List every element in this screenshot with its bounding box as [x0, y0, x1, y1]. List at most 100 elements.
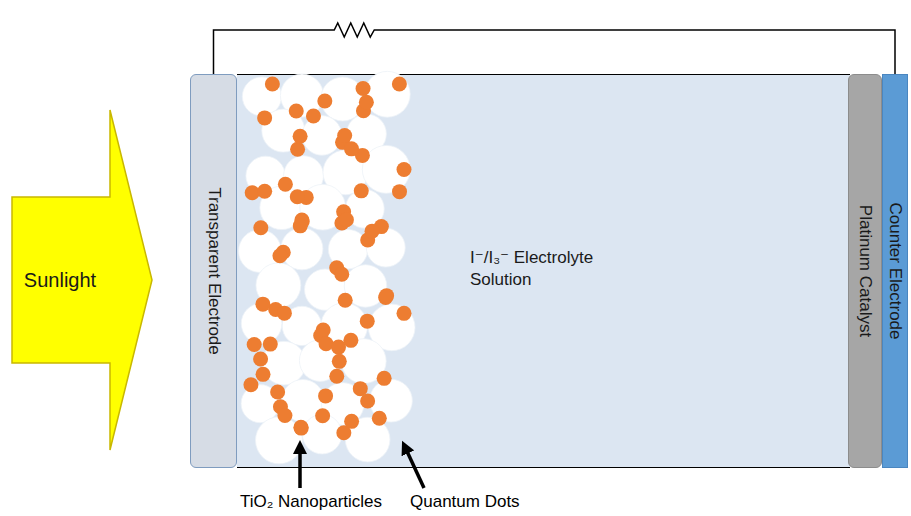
quantum-dot	[315, 408, 330, 423]
arrow-label: Sunlight	[10, 268, 110, 292]
tio2-nanoparticle	[246, 156, 285, 195]
quantum-dot	[263, 337, 278, 352]
tio2-nanoparticle	[302, 116, 342, 156]
quantum-dot	[377, 371, 392, 386]
tio2-nanoparticle	[347, 114, 387, 154]
quantum-dot	[293, 218, 308, 233]
quantum-dot	[318, 388, 333, 403]
tio2-nanoparticle	[282, 306, 321, 345]
tio2-nanoparticle	[368, 304, 415, 351]
tio2-nanoparticle	[370, 379, 413, 422]
quantum-dot	[273, 399, 288, 414]
quantum-dot	[265, 77, 280, 92]
quantum-dot	[257, 184, 272, 199]
tio2-nanoparticle	[345, 417, 390, 462]
quantum-dot	[319, 336, 334, 351]
quantum-dot	[359, 95, 374, 110]
quantum-dot	[356, 81, 371, 96]
quantum-dot	[334, 267, 349, 282]
quantum-dot	[379, 288, 394, 303]
quantum-dot	[329, 369, 344, 384]
tio2-nanoparticle	[241, 303, 282, 344]
quantum-dot	[247, 337, 262, 352]
quantum-dot	[329, 260, 344, 275]
electrode-label: Counter Electrode	[885, 202, 905, 339]
tio2-nanoparticle	[256, 417, 303, 464]
quantum-dot	[343, 333, 358, 348]
quantum-dot	[299, 190, 314, 205]
quantum-dot	[293, 420, 308, 435]
quantum-dot	[372, 411, 387, 426]
quantum-dot	[290, 142, 305, 157]
electrode-label: Transparent Electrode	[204, 187, 224, 355]
tio2-nanoparticle	[323, 150, 368, 195]
quantum-dot	[344, 414, 359, 429]
quantum-dot	[268, 302, 283, 317]
tio2-nanoparticle	[256, 263, 301, 308]
quantum-dot	[290, 189, 305, 204]
tio2-nanoparticle	[362, 145, 410, 193]
quantum-dot	[360, 233, 375, 248]
quantum-dot	[397, 306, 412, 321]
quantum-dot	[317, 94, 332, 109]
quantum-dot	[332, 354, 347, 369]
quantum-dot	[253, 351, 268, 366]
quantum-dot	[337, 128, 352, 143]
tio2-nanoparticle	[280, 74, 323, 117]
tio2-nanoparticle	[305, 269, 346, 310]
transparent-electrode: Transparent Electrode	[190, 74, 237, 468]
tio2-nanoparticle	[262, 341, 306, 385]
quantum-dot	[336, 204, 351, 219]
quantum-dot	[360, 314, 375, 329]
quantum-dot	[277, 306, 292, 321]
quantum-dot	[356, 103, 371, 118]
tio2-nanoparticle	[300, 184, 346, 230]
tio2-nanoparticle	[321, 77, 365, 121]
quantum-dot	[245, 185, 260, 200]
quantum-dot	[277, 408, 292, 423]
quantum-dot	[313, 328, 328, 343]
quantum-dot	[397, 162, 412, 177]
quantum-dot	[293, 129, 308, 144]
tio2-nanoparticle	[302, 414, 342, 454]
quantum-dot	[243, 377, 258, 392]
quantum-dot	[316, 322, 331, 337]
tio2-nanoparticle	[341, 339, 386, 384]
quantum-dot	[392, 184, 407, 199]
quantum-dot	[336, 425, 351, 440]
quantum-dot	[334, 215, 349, 230]
quantum-dot	[294, 421, 309, 436]
tio2-nanoparticle	[321, 383, 364, 426]
quantum-dot	[270, 384, 285, 399]
quantum-dot	[355, 148, 370, 163]
sunlight-arrow: Sunlight	[10, 108, 155, 453]
platinum-catalyst: Platinum Catalyst	[848, 74, 882, 468]
quantum-dot	[295, 214, 310, 229]
tio2-nanoparticle	[321, 303, 368, 350]
electrode-label: Platinum Catalyst	[855, 205, 875, 337]
quantum-dot	[331, 340, 346, 355]
quantum-dot	[272, 248, 287, 263]
quantum-dot	[255, 297, 270, 312]
counter-electrode: Counter Electrode	[882, 74, 908, 468]
tio2-nanoparticle	[262, 109, 305, 152]
quantum-dot	[374, 219, 389, 234]
tio2-nanoparticle	[364, 71, 410, 117]
tio2-nanoparticle	[241, 385, 279, 423]
quantum-dot	[378, 290, 393, 305]
tio2-nanoparticle	[242, 77, 281, 116]
tio2-nanoparticle	[284, 156, 324, 196]
quantum-dot	[353, 381, 368, 396]
quantum-dot	[360, 394, 375, 409]
quantum-dot	[278, 177, 293, 192]
quantum-dot	[306, 109, 321, 124]
circuit-wire	[214, 23, 896, 74]
quantum-dot	[276, 245, 291, 260]
part-label: Quantum Dots	[410, 492, 520, 512]
tio2-nanoparticle	[282, 379, 324, 421]
quantum-dot	[344, 141, 359, 156]
region-label: I⁻/I₃⁻ Electrolyte Solution	[470, 247, 650, 291]
quantum-dot	[338, 293, 353, 308]
